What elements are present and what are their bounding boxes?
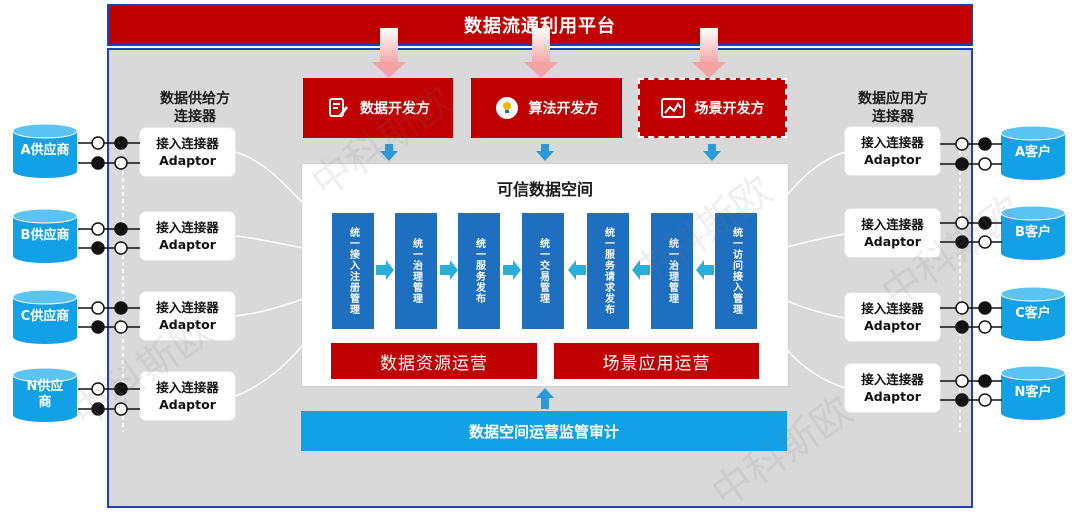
customer-database: C客户 [1000,286,1066,342]
consumer-side-title: 数据应用方 连接器 [858,91,928,125]
database-icon [12,289,78,344]
scene-application-operation: 场景应用运营 [554,343,759,379]
database-icon [12,123,78,178]
database-icon [12,208,78,263]
audit-up-arrow [536,388,554,409]
developer-label: 场景开发方 [694,101,765,117]
database-icon [12,367,78,422]
supplier-flow-lines [235,151,323,397]
supplier-database: C供应商 [12,289,78,345]
supplier-database: N供应 商 [12,367,78,423]
database-icon [1000,125,1066,180]
developer-label: 数据开发方 [360,101,430,117]
algorithm-developer-box: 算法开发方 [471,78,622,138]
consumer-plug-connectors [940,137,1002,407]
module-service-publish: 统一服务发布 [458,213,500,329]
scene-developer-box: 场景开发方 [638,78,787,138]
developer-down-arrow [380,144,398,161]
customer-database: A客户 [1000,125,1066,181]
supplier-database: B供应商 [12,208,78,264]
module-flow-arrows [376,260,714,280]
consumer-flow-arrowheads [758,214,772,328]
developer-down-arrow [703,144,721,161]
customer-database: N客户 [1000,365,1066,421]
module-governance-right: 统一治理管理 [651,213,693,329]
audit-bar: 数据空间运营监管审计 [301,411,787,451]
database-icon [1000,205,1066,260]
database-icon [1000,365,1066,420]
data-resource-operation: 数据资源运营 [331,343,537,379]
supplier-flow-arrowheads [316,214,330,328]
supplier-side-title: 数据供给方 连接器 [160,91,230,125]
module-service-request: 统一服务请求发布 [587,213,629,329]
customer-database: B客户 [1000,205,1066,261]
developer-label: 算法开发方 [528,101,599,117]
module-trade-management: 统一交易管理 [522,213,564,329]
module-access-management: 统一访问接入管理 [715,213,757,329]
platform-down-arrow [372,28,406,78]
developer-down-arrow [536,144,554,161]
trusted-space-title: 可信数据空间 [496,180,593,199]
module-governance: 统一治理管理 [395,213,437,329]
supplier-database: A供应商 [12,123,78,179]
head-bulb-icon [495,96,519,120]
platform-down-arrow [692,28,726,78]
document-edit-icon [326,96,350,120]
supplier-plug-connectors [78,136,140,416]
chart-image-icon [660,96,685,120]
module-access-registration: 统一接入注册管理 [332,213,374,329]
platform-down-arrow [524,28,558,78]
database-icon [1000,286,1066,341]
data-developer-box: 数据开发方 [303,78,453,138]
consumer-flow-lines [765,151,846,389]
